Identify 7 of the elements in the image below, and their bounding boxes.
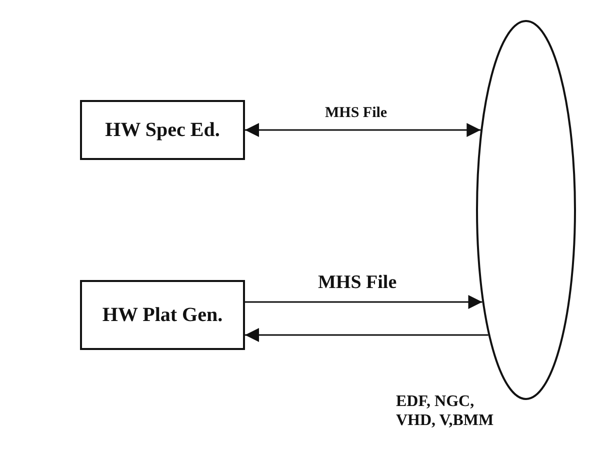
box-label: HW Spec Ed.	[105, 118, 220, 142]
process-box	[80, 280, 245, 350]
arrow	[245, 328, 488, 342]
arrow	[245, 295, 482, 309]
box-label: HW Plat Gen.	[102, 304, 223, 326]
arrow	[245, 123, 481, 137]
process-box	[80, 100, 245, 160]
